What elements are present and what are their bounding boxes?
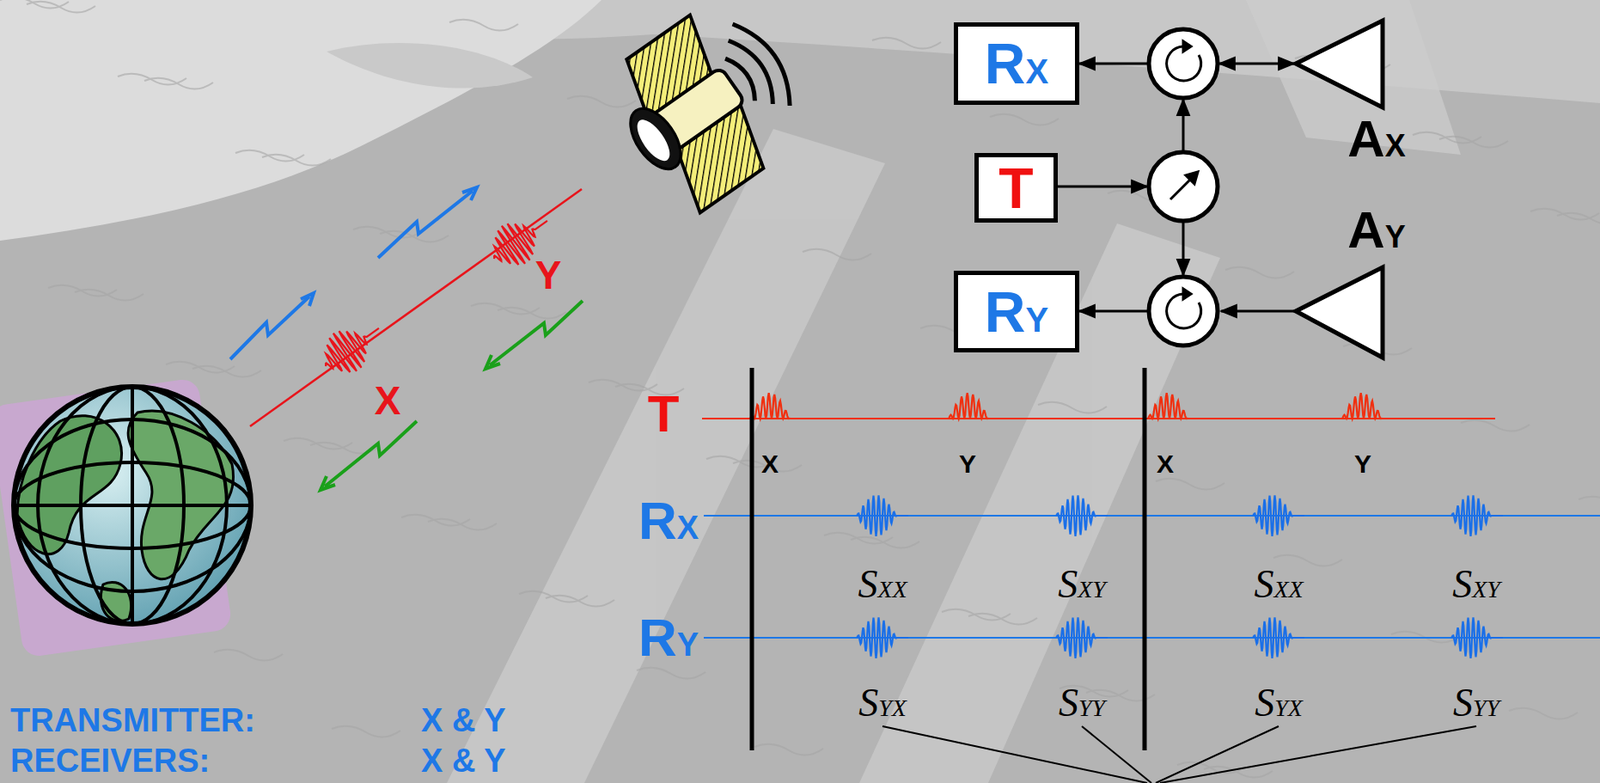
antenna-label: AY [1347, 204, 1405, 257]
scattering-term: SYY [1058, 683, 1106, 723]
scattering-term: SXX [1253, 564, 1303, 605]
box-label: T [998, 159, 1033, 217]
scattering-term: SYX [858, 683, 907, 723]
pulse-label: Y [958, 451, 977, 477]
pulse-label: X [761, 451, 779, 477]
polarization-label: Y [535, 255, 562, 295]
box-label: RX [984, 35, 1049, 92]
receiver-box: RX [953, 22, 1080, 105]
scattering-term: SXY [1057, 564, 1106, 605]
note: RECEIVERS: [10, 744, 210, 777]
scattering-term: SYY [1453, 683, 1500, 723]
receiver-box: RY [953, 270, 1080, 353]
scattering-term: SXY [1452, 564, 1501, 605]
note: X & Y [421, 744, 507, 777]
signal-name: T [647, 388, 680, 440]
pulse-label: Y [1354, 451, 1372, 477]
polarization-label: X [374, 380, 402, 421]
note: X & Y [421, 703, 507, 737]
signal-name: RX [638, 494, 699, 548]
pulse-label: X [1156, 451, 1174, 477]
note: TRANSMITTER: [10, 703, 256, 737]
box-label: RY [984, 283, 1049, 341]
antenna-label: AX [1347, 113, 1405, 165]
scattering-term: SXX [857, 564, 907, 605]
signal-name: RY [638, 610, 699, 665]
transmitter-box: T [974, 152, 1058, 223]
scattering-term: SYX [1254, 683, 1303, 723]
